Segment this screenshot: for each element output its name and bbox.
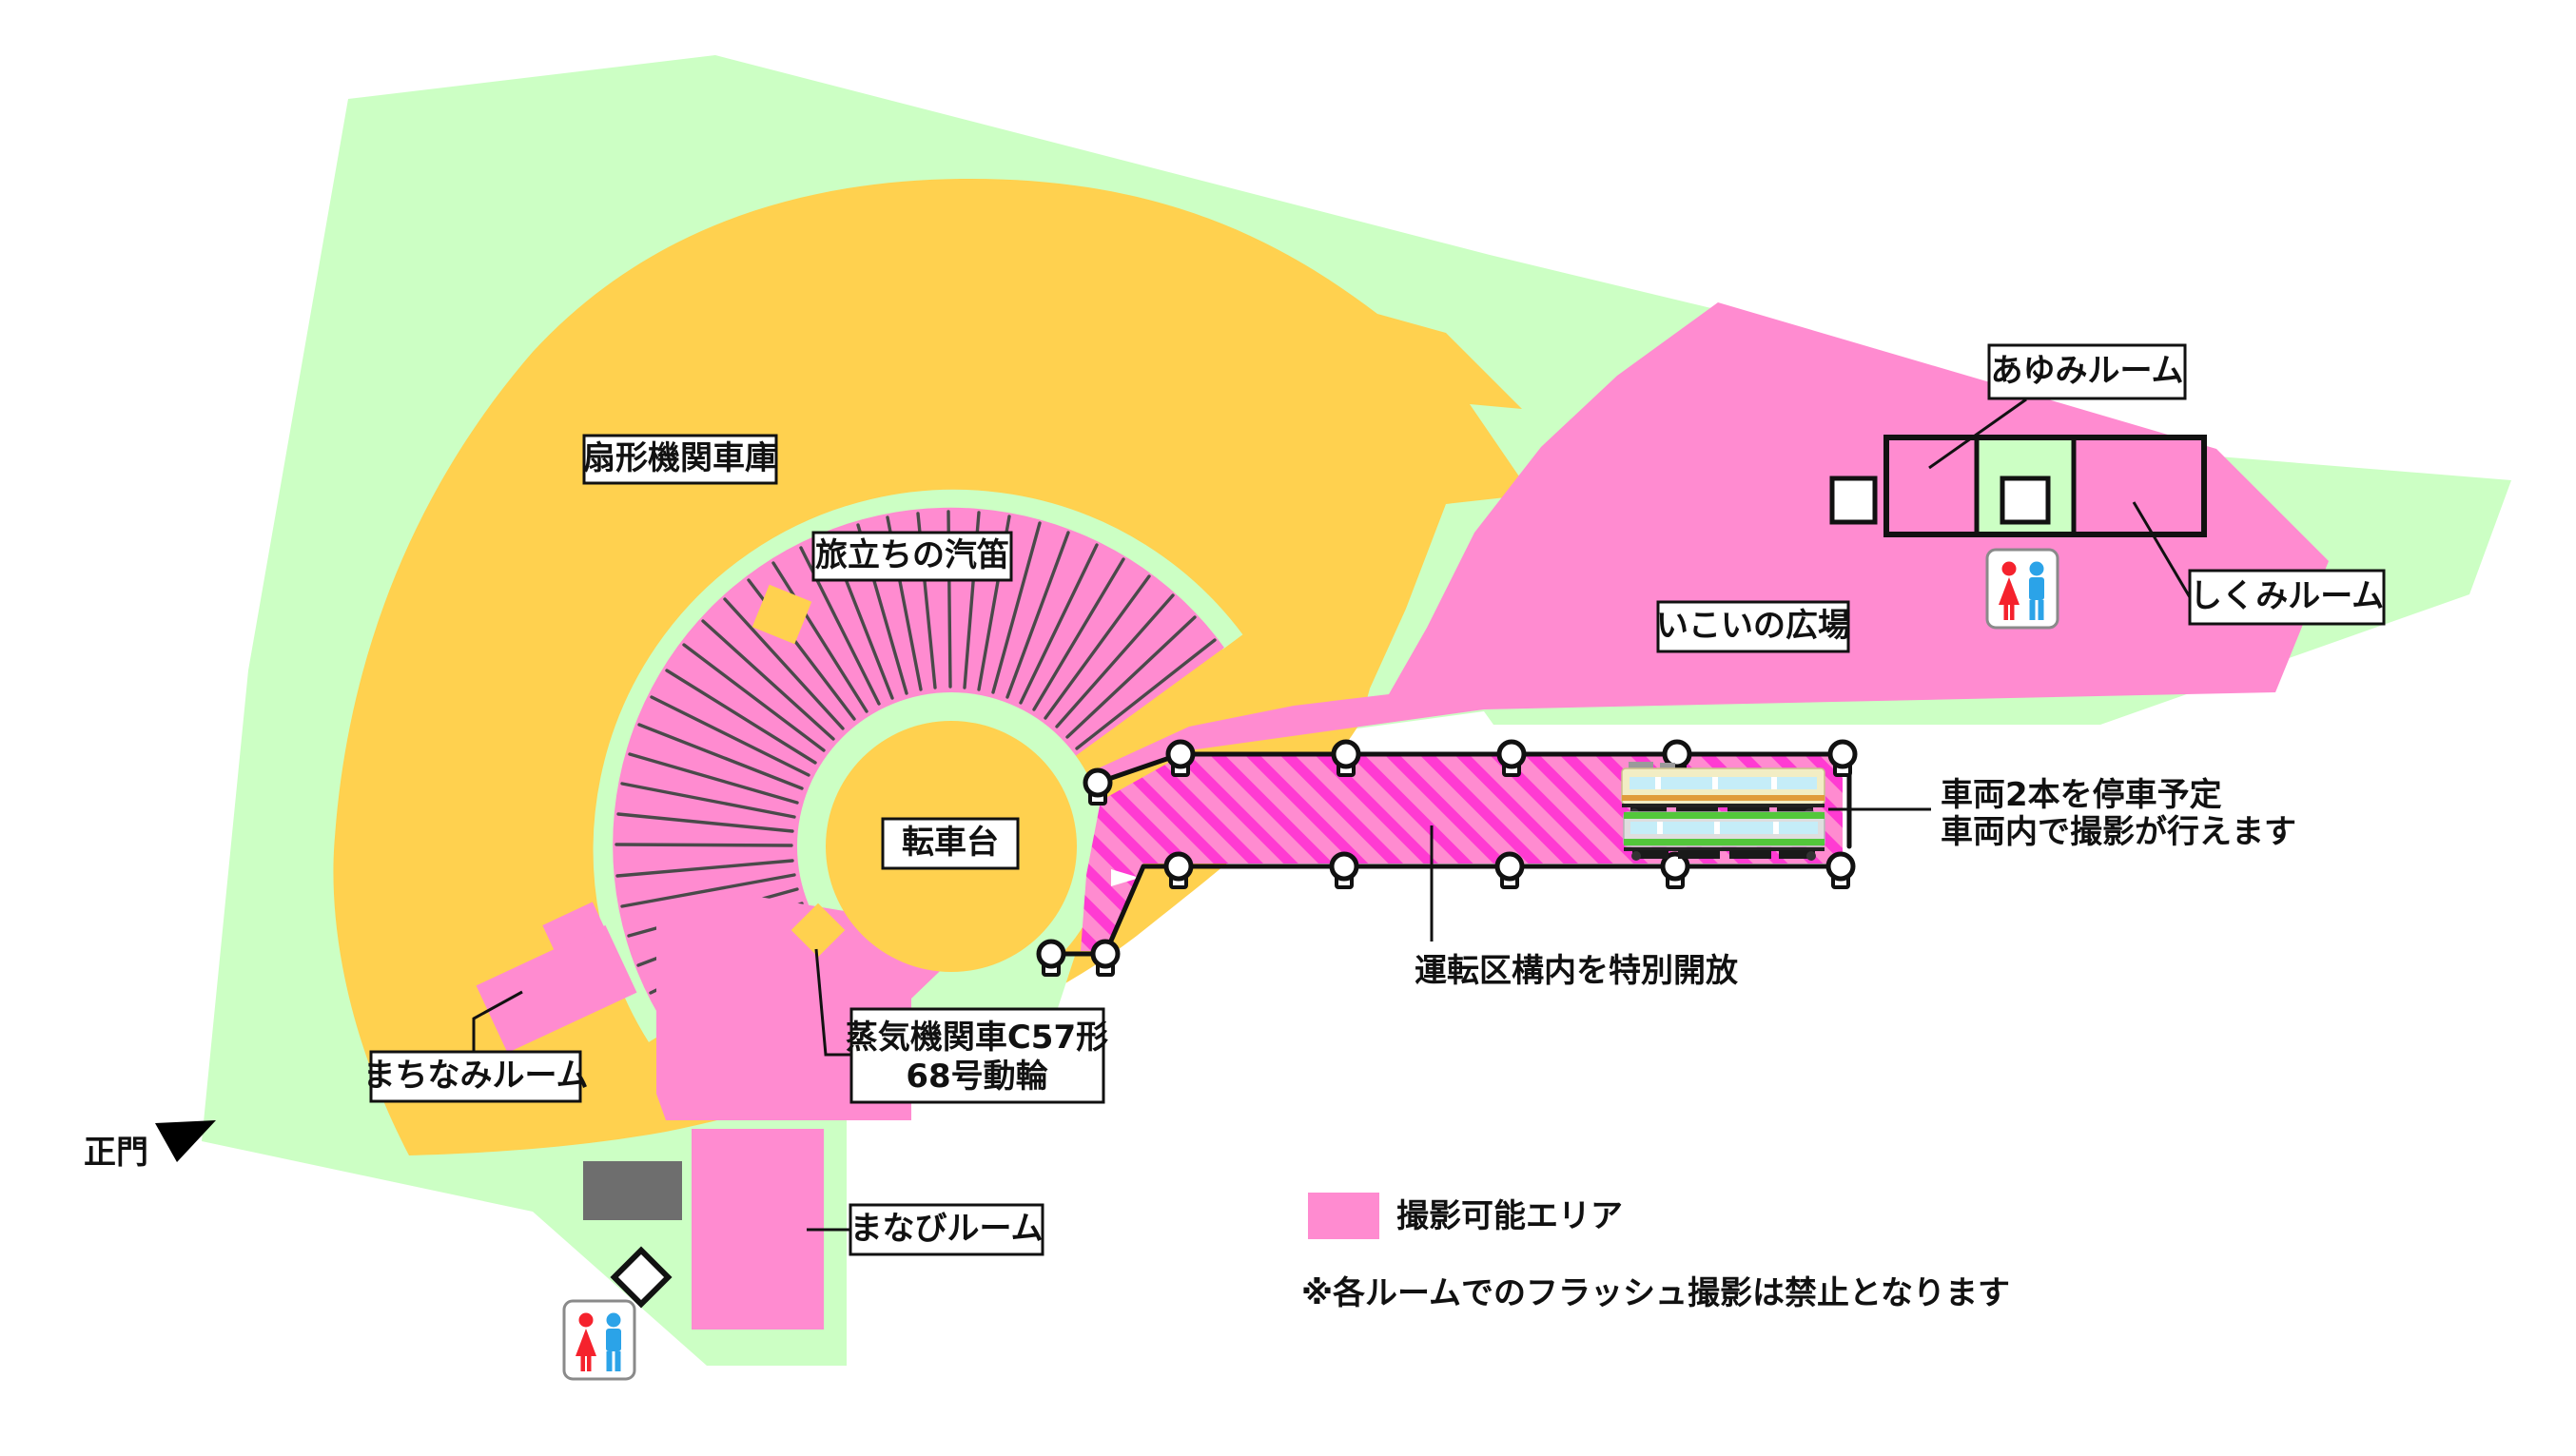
- svg-text:しくみルーム: しくみルーム: [2190, 577, 2384, 615]
- svg-text:旅立ちの汽笛: 旅立ちの汽笛: [815, 536, 1009, 574]
- white-diamond-marker: [610, 1246, 673, 1309]
- machinami-room-area: [476, 902, 637, 1054]
- restroom-plaza: [1985, 548, 2059, 630]
- untenku-note: 運転区構内を特別開放: [1415, 952, 1738, 990]
- label-turntable: 転車台: [881, 817, 1020, 870]
- train-note-line2: 車両内で撮影が行えます: [1941, 813, 2296, 851]
- machinami-callout: [472, 990, 523, 1052]
- svg-text:68号動輪: 68号動輪: [906, 1058, 1047, 1096]
- gate-arrow-icon: [155, 1120, 216, 1162]
- legend-flash-note: ※各ルームでのフラッシュ撮影は禁止となります: [1301, 1274, 2010, 1312]
- svg-text:扇形機関車庫: 扇形機関車庫: [583, 439, 777, 477]
- label-roundhouse: 扇形機関車庫: [582, 434, 778, 485]
- label-shikumi-room: しくみルーム: [2188, 569, 2386, 626]
- label-manabi-room: まなびルーム: [849, 1203, 1044, 1256]
- plaza-photo-area: [1094, 302, 2329, 783]
- shikumi-callout: [2132, 501, 2192, 598]
- legend-swatch-label: 撮影可能エリア: [1396, 1197, 1623, 1235]
- svg-text:まちなみルーム: まちなみルーム: [363, 1057, 589, 1095]
- legend-swatch: [1308, 1193, 1379, 1239]
- svg-text:転車台: 転車台: [902, 824, 999, 862]
- train-green-icon: [1623, 811, 1825, 861]
- main-gate-label: 正門: [84, 1134, 148, 1172]
- label-machinami-room: まちなみルーム: [363, 1050, 589, 1103]
- barrier-bottom: [1048, 864, 1844, 957]
- fan-walk-band: [593, 489, 1243, 1042]
- train-cream-icon: [1621, 762, 1825, 818]
- legend: 撮影可能エリア ※各ルームでのフラッシュ撮影は禁止となります: [1301, 1193, 2010, 1312]
- c57-wheel-marker: [790, 903, 846, 958]
- train-note-line1: 車両2本を停車予定: [1941, 776, 2222, 814]
- turntable-tracks: [615, 510, 1217, 995]
- label-plaza: いこいの広場: [1656, 600, 1850, 653]
- svg-text:いこいの広場: いこいの広場: [1656, 607, 1850, 645]
- c57-callout: [814, 948, 851, 1057]
- svg-text:まなびルーム: まなびルーム: [850, 1210, 1044, 1248]
- fan-marker-square: [751, 584, 812, 645]
- manabi-room-area: [692, 1129, 824, 1330]
- label-ayumi-room: あゆみルーム: [1987, 343, 2187, 400]
- ayumi-shikumi-building: [1829, 435, 2207, 537]
- corridor-notch: [1111, 869, 1140, 886]
- gray-building: [583, 1161, 682, 1220]
- restroom-gate: [562, 1299, 636, 1381]
- svg-text:蒸気機関車C57形: 蒸気機関車C57形: [846, 1019, 1108, 1057]
- ayumi-callout: [1928, 398, 2027, 470]
- label-whistle: 旅立ちの汽笛: [811, 531, 1013, 582]
- label-c57-wheel: 蒸気機関車C57形 68号動輪: [846, 1007, 1108, 1104]
- svg-text:あゆみルーム: あゆみルーム: [1991, 352, 2184, 390]
